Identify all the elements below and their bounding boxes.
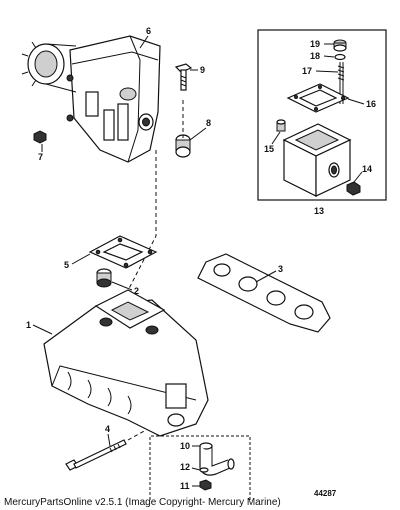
callout-4: 4 [105,424,111,447]
copyright-footer: MercuryPartsOnline v2.5.1 (Image Copyrig… [4,497,281,508]
part-9-bolt [174,63,193,91]
svg-text:7: 7 [38,152,43,162]
callout-3: 3 [255,264,283,283]
callout-1: 1 [26,320,53,335]
svg-text:10: 10 [180,441,190,451]
part-2-plug [96,268,112,288]
part-15-fitting [276,119,286,132]
svg-text:19: 19 [310,39,320,49]
callout-19: 19 [310,39,334,49]
part-7-nut [33,130,47,144]
part-13-spacer-block [282,123,352,197]
svg-text:11: 11 [180,481,190,491]
part-6-exhaust-elbow [21,35,161,163]
callout-17: 17 [302,66,339,76]
detail-inset-box [257,29,387,201]
svg-text:14: 14 [362,164,372,174]
part-14-plug [346,181,361,196]
callout-8: 8 [189,118,211,141]
svg-text:3: 3 [278,264,283,274]
part-19-nut [333,39,347,52]
callout-2: 2 [111,281,139,296]
callout-18: 18 [310,51,335,61]
part-12-washer [199,467,209,473]
svg-text:2: 2 [134,286,139,296]
part-3-manifold-gasket [197,253,331,333]
part-11-nut [199,479,212,491]
alignment-line-bolt-lower [127,429,147,441]
callout-9: 9 [190,65,205,75]
callout-6: 6 [139,26,151,49]
callout-5: 5 [64,253,91,270]
part-5-gasket [88,235,158,269]
callout-11: 11 [180,481,200,491]
alignment-line-elbow [117,150,157,311]
callout-12: 12 [180,462,201,472]
svg-text:1: 1 [26,320,31,330]
callout-16: 16 [347,98,376,109]
detail-inset-lower [149,435,251,500]
svg-text:12: 12 [180,462,190,472]
svg-text:4: 4 [105,424,110,434]
svg-text:18: 18 [310,51,320,61]
callout-13: 13 [314,206,324,216]
svg-text:16: 16 [366,99,376,109]
part-18-washer [334,53,346,61]
svg-text:8: 8 [206,118,211,128]
svg-text:17: 17 [302,66,312,76]
callout-14: 14 [353,164,372,183]
part-4-bolt [65,439,127,471]
svg-text:9: 9 [200,65,205,75]
svg-text:6: 6 [146,26,151,36]
callout-10: 10 [180,441,200,451]
callout-15: 15 [264,131,281,154]
part-16-gasket [286,83,350,113]
svg-text:15: 15 [264,144,274,154]
svg-text:5: 5 [64,260,69,270]
figure-code: 44287 [314,489,337,498]
part-10-fitting [199,442,235,476]
callout-7: 7 [38,144,43,162]
part-8-plug [175,134,191,158]
part-1-exhaust-manifold [43,289,209,437]
svg-text:13: 13 [314,206,324,216]
